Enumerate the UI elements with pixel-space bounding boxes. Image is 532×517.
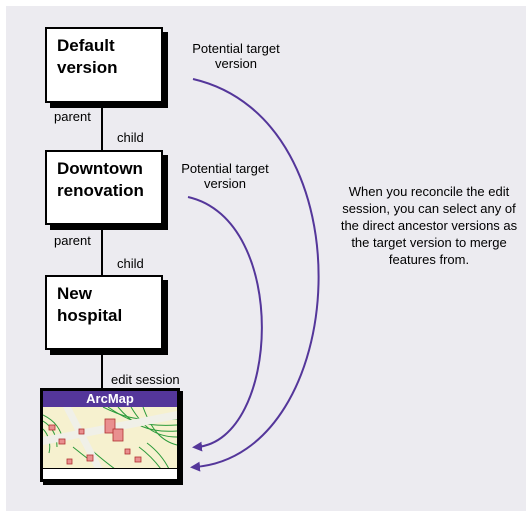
connector-line-1 (101, 103, 103, 150)
version-box-downtown-renovation: Downtown renovation (45, 150, 163, 225)
parent-label-2: parent (54, 233, 91, 248)
arcmap-title-bar: ArcMap (43, 391, 177, 407)
child-label-1: child (117, 130, 144, 145)
connector-line-2 (101, 225, 103, 275)
arrow-default-to-session (190, 78, 320, 472)
version-box-default: Default version (45, 27, 163, 103)
arcmap-window: ArcMap (40, 388, 180, 482)
map-illustration (43, 407, 177, 469)
version-box-new-hospital: New hospital (45, 275, 163, 350)
potential-target-label-2: Potential target version (181, 161, 269, 191)
connector-line-3 (101, 350, 103, 388)
arcmap-map-canvas (43, 407, 177, 469)
child-label-2: child (117, 256, 144, 271)
parent-label-1: parent (54, 109, 91, 124)
potential-target-label-1: Potential target version (192, 41, 280, 71)
arcmap-status-bar (43, 468, 177, 479)
reconcile-note: When you reconcile the edit session, you… (340, 184, 518, 267)
edit-session-label: edit session (111, 372, 180, 387)
arrow-downtown-to-session (187, 196, 263, 452)
